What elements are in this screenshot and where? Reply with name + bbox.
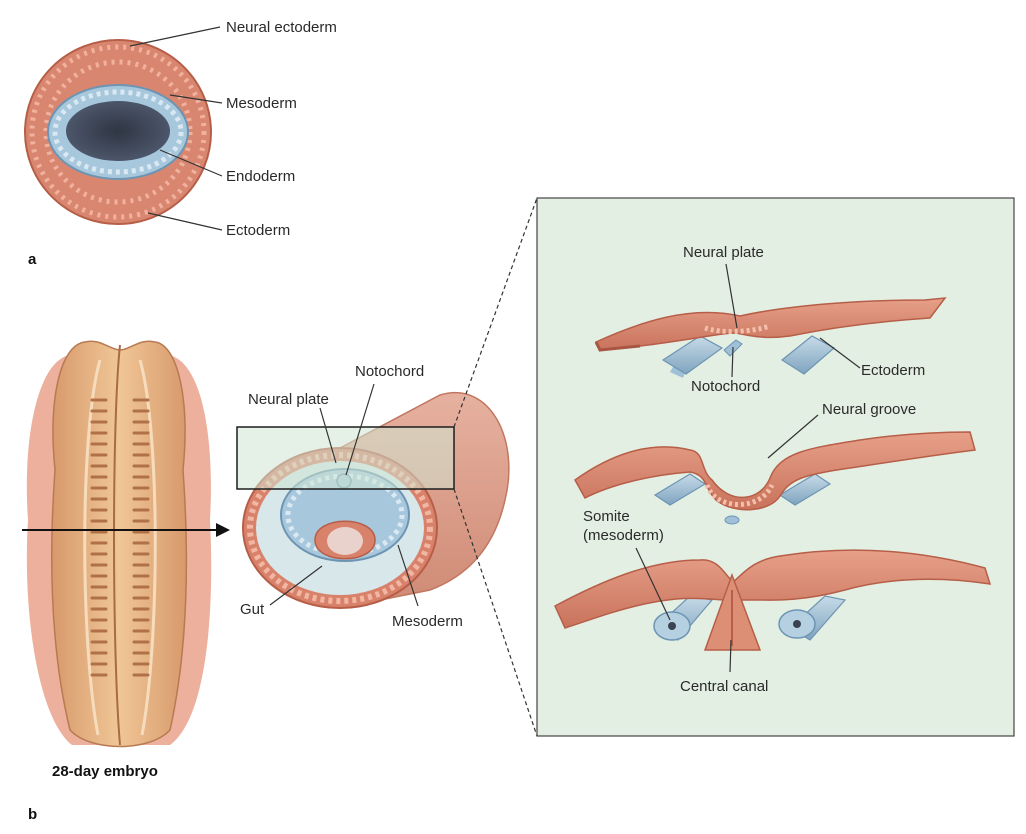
ectoderm-inner-cells [43,59,193,205]
label-somite-mesoderm: (mesoderm) [583,527,664,544]
section-leaders [269,383,419,607]
endoderm-core [66,101,170,161]
label-ectoderm-a: Ectoderm [226,222,290,239]
label-neural-plate-detail: Neural plate [683,244,764,261]
embryo-illustration [26,340,212,748]
label-neural-groove: Neural groove [822,401,916,418]
section-cylinder [242,392,510,609]
label-central-canal: Central canal [680,678,768,695]
label-notochord-detail: Notochord [691,378,760,395]
panel-a-leaders [129,26,223,231]
stage3-leaders [635,547,732,673]
embryo-caption: 28-day embryo [52,763,158,780]
stage-neural-plate [594,297,947,378]
label-neural-ectoderm: Neural ectoderm [226,19,337,36]
label-notochord-section: Notochord [355,363,424,380]
zoom-line-bottom [453,488,538,737]
label-neural-plate-section: Neural plate [248,391,329,408]
stage2-leaders [767,414,819,459]
label-mesoderm-a: Mesoderm [226,95,297,112]
ectoderm-cells [29,44,207,220]
label-somite: Somite [583,508,630,525]
mesoderm-cells [52,89,184,175]
zoom-line-top [453,197,538,428]
stage1-leaders [725,263,861,378]
label-mesoderm-section: Mesoderm [392,613,463,630]
label-endoderm: Endoderm [226,168,295,185]
panel-letter-b: b [28,806,37,823]
panel-letter-a: a [28,251,37,268]
stage-neural-groove [574,431,976,525]
label-ectoderm-detail: Ectoderm [861,362,925,379]
panel-a-disc [24,39,212,225]
stage-neural-tube [554,549,992,651]
label-gut: Gut [240,601,265,618]
section-highlight-box [236,426,455,490]
section-arrow [22,523,230,537]
